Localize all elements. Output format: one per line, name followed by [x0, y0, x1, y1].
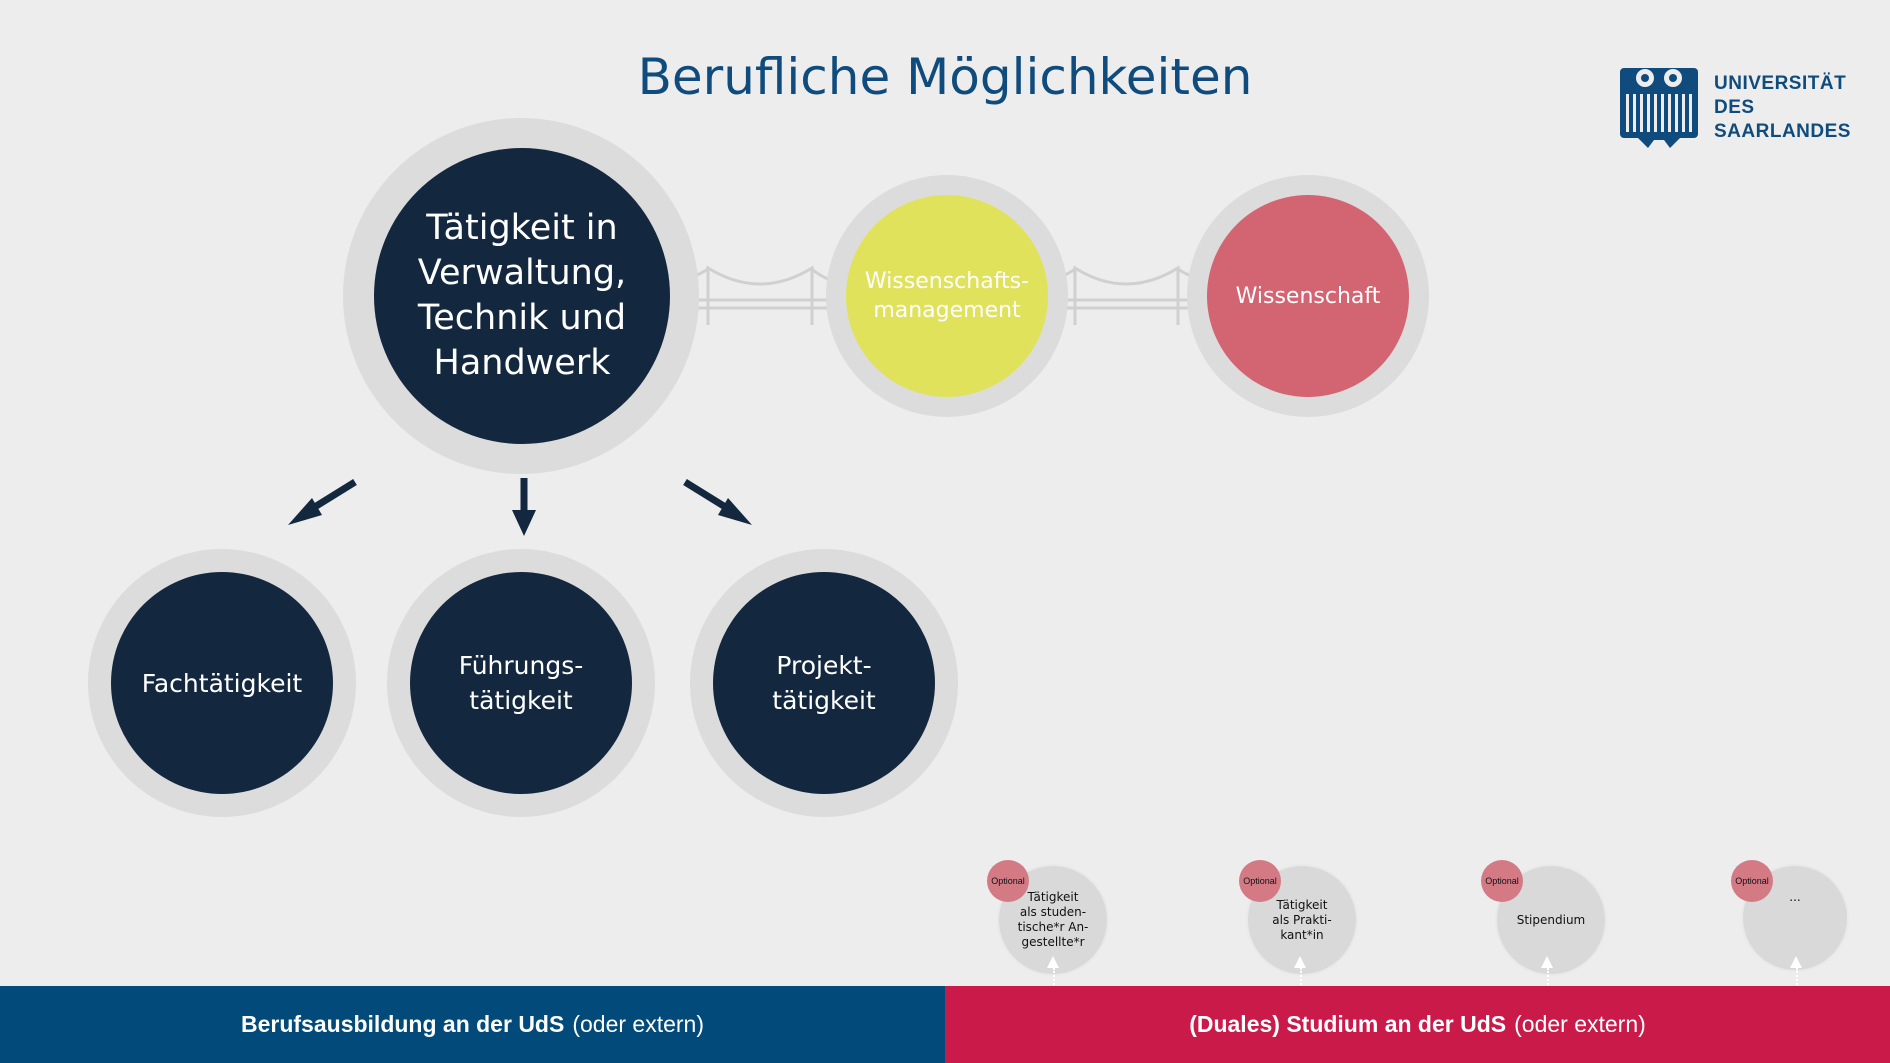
- vocational-training-note: (oder extern): [572, 1011, 704, 1037]
- page-title: Berufliche Möglichkeiten: [637, 48, 1253, 106]
- pointer-triangle: [1047, 956, 1059, 968]
- bridge-right: [1039, 265, 1216, 325]
- arrow-down: [512, 478, 536, 536]
- specialist-label: Fachtätigkeit: [141, 668, 303, 698]
- main-circle-label: Tätigkeit in Verwaltung, Technik und Han…: [417, 208, 627, 383]
- study-note: (oder extern): [1514, 1011, 1646, 1037]
- specialist-circle: Fachtätigkeit: [111, 572, 333, 794]
- optional-badge: Optional: [1731, 860, 1773, 902]
- pointer-triangle: [1541, 956, 1553, 968]
- arrow-left: [288, 479, 357, 525]
- optional-badge: Optional: [1239, 860, 1281, 902]
- study-bar: (Duales) Studium an der UdS (oder extern…: [945, 986, 1890, 1063]
- option-label: ...: [1789, 890, 1801, 904]
- optional-badge: Optional: [987, 860, 1029, 902]
- option-label: Tätigkeit als Prakti- kant*in: [1272, 897, 1332, 942]
- logo-line-3: SAARLANDES: [1714, 121, 1851, 142]
- optional-badge: Optional: [1481, 860, 1523, 902]
- university-logo: [1618, 58, 1700, 150]
- science-management-label: Wissenschafts- management: [864, 269, 1030, 323]
- option-label: Stipendium: [1516, 912, 1586, 927]
- leadership-circle: Führungs- tätigkeit: [410, 572, 632, 794]
- option-label: Tätigkeit als studen- tische*r An- geste…: [1017, 890, 1089, 949]
- pointer-triangle: [1294, 956, 1306, 968]
- leadership-label: Führungs- tätigkeit: [458, 651, 584, 715]
- logo-line-2: DES: [1714, 97, 1755, 118]
- pointer-triangle: [1790, 956, 1802, 968]
- owl-seal-icon: [1620, 68, 1698, 148]
- science-label: Wissenschaft: [1235, 283, 1381, 309]
- vocational-training-bar: Berufsausbildung an der UdS (oder extern…: [0, 986, 945, 1063]
- vocational-training-title: Berufsausbildung an der UdS: [241, 1011, 565, 1037]
- arrow-right: [683, 479, 752, 525]
- project-label: Projekt- tätigkeit: [772, 651, 876, 715]
- science-circle: Wissenschaft: [1207, 195, 1409, 397]
- university-name: UNIVERSITÄT DES SAARLANDES: [1714, 72, 1851, 144]
- study-title: (Duales) Studium an der UdS: [1189, 1011, 1507, 1037]
- project-circle: Projekt- tätigkeit: [713, 572, 935, 794]
- logo-line-1: UNIVERSITÄT: [1714, 73, 1847, 94]
- main-circle: Tätigkeit in Verwaltung, Technik und Han…: [374, 148, 670, 444]
- science-management-circle: Wissenschafts- management: [846, 195, 1048, 397]
